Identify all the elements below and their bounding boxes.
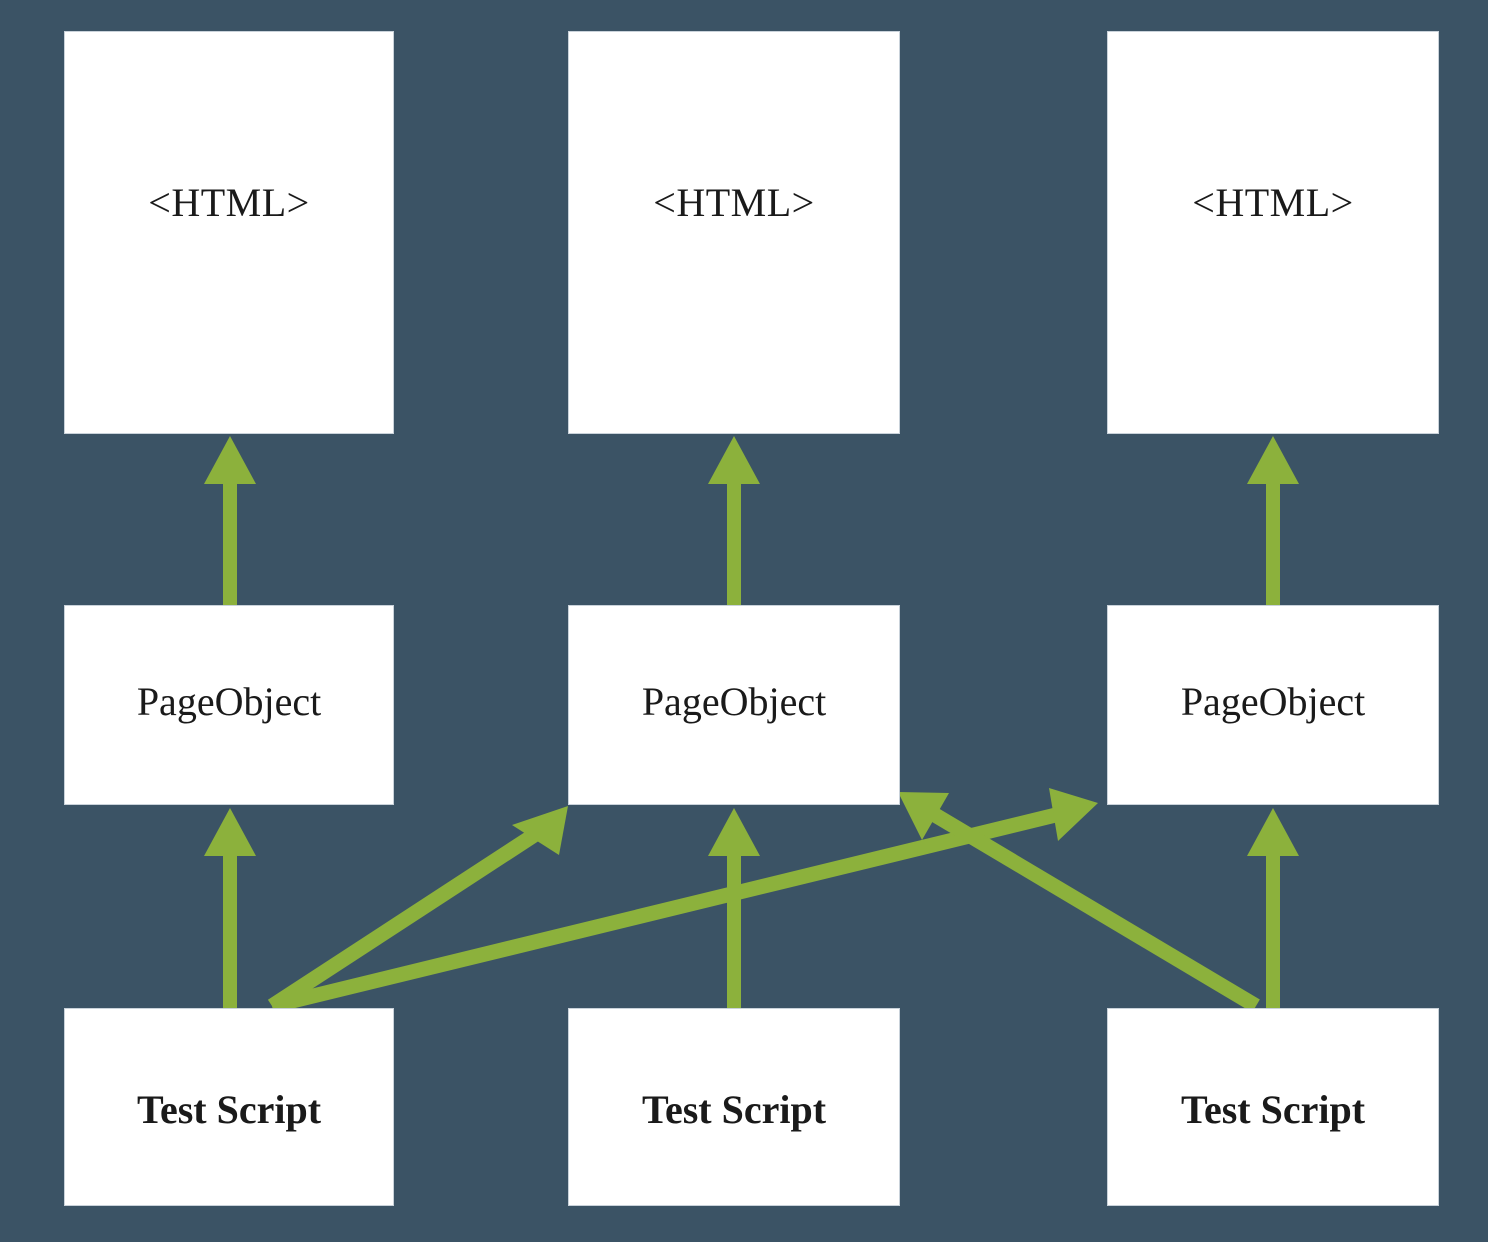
arrow-testscript2-to-pageobject2 bbox=[708, 808, 760, 1008]
pageobject-node-3-label: PageObject bbox=[1180, 679, 1366, 724]
testscript-node-3-label: Test Script bbox=[1180, 1087, 1366, 1132]
pageobject-node-3[interactable]: PageObject bbox=[1107, 605, 1439, 805]
html-node-3[interactable]: <HTML> bbox=[1107, 31, 1439, 434]
html-node-1[interactable]: <HTML> bbox=[64, 31, 394, 434]
html-node-2[interactable]: <HTML> bbox=[568, 31, 900, 434]
pageobject-node-1-label: PageObject bbox=[136, 679, 322, 724]
html-node-2-label: <HTML> bbox=[653, 179, 815, 225]
arrow-pageobject2-to-html2 bbox=[708, 436, 760, 606]
testscript-node-2[interactable]: Test Script bbox=[568, 1008, 900, 1206]
arrow-pageobject3-to-html3 bbox=[1247, 436, 1299, 606]
testscript-node-2-label: Test Script bbox=[641, 1087, 827, 1132]
pageobject-node-2[interactable]: PageObject bbox=[568, 605, 900, 805]
testscript-node-1-label: Test Script bbox=[136, 1087, 322, 1132]
testscript-node-1[interactable]: Test Script bbox=[64, 1008, 394, 1206]
pageobject-node-2-label: PageObject bbox=[641, 679, 827, 724]
arrow-testscript1-to-pageobject2 bbox=[267, 806, 568, 1013]
html-node-1-label: <HTML> bbox=[148, 179, 310, 225]
arrow-pageobject1-to-html1 bbox=[204, 436, 256, 606]
arrow-testscript1-to-pageobject1 bbox=[204, 808, 256, 1008]
testscript-node-3[interactable]: Test Script bbox=[1107, 1008, 1439, 1206]
arrow-testscript3-to-pageobject3 bbox=[1247, 808, 1299, 1008]
pageobject-node-1[interactable]: PageObject bbox=[64, 605, 394, 805]
arrow-testscript1-to-pageobject3 bbox=[270, 788, 1098, 1014]
html-node-3-label: <HTML> bbox=[1192, 179, 1354, 225]
arrow-testscript3-to-pageobject2 bbox=[898, 792, 1260, 1013]
